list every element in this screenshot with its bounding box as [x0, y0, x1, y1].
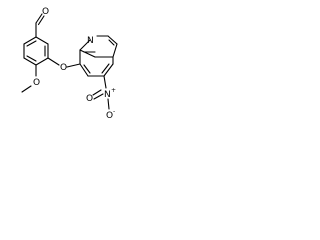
nitro-oxygen-lower-label: O [106, 111, 113, 121]
bond [79, 39, 91, 51]
bond [35, 36, 49, 45]
bond [35, 13, 43, 24]
nitro-oxygen-lower-charge: - [113, 108, 115, 115]
double-bond-inner [101, 63, 110, 74]
double-bond-inner [26, 55, 37, 62]
aldehyde-group: O [35, 7, 49, 38]
aldehyde-oxygen-label: O [42, 7, 49, 17]
bond [47, 57, 60, 66]
bond [23, 57, 37, 66]
bond [107, 98, 110, 110]
double-bond-inner [92, 89, 102, 96]
ether-linker: O [47, 57, 81, 73]
methoxy-group: O [21, 64, 40, 93]
double-bond-inner [83, 64, 91, 74]
pyridine-ring: N [79, 35, 118, 58]
benzene-ring [23, 36, 49, 66]
bond [103, 75, 107, 89]
bond [66, 63, 81, 68]
ring-nitrogen-label: N [87, 36, 94, 46]
chemical-structure-diagram: O O O N N + O [21, 7, 118, 121]
bond [79, 63, 89, 77]
bond [112, 43, 118, 58]
double-bond-inner [108, 39, 115, 46]
nitro-oxygen-upper-label: O [86, 94, 93, 104]
nitro-nitrogen-label: N [104, 90, 111, 100]
double-bond-inner [26, 40, 37, 47]
bond [93, 93, 104, 100]
benzo-ring [79, 49, 114, 77]
bond [79, 49, 96, 58]
nitro-group: N + O O - [86, 75, 116, 121]
double-bond-inner [37, 15, 45, 26]
bond [21, 85, 32, 93]
nitro-nitrogen-charge: + [111, 87, 116, 94]
bond [107, 35, 118, 45]
bond [103, 63, 114, 77]
bond [35, 57, 49, 66]
methoxy-oxygen-label: O [33, 78, 40, 88]
ether-oxygen-label: O [60, 63, 67, 73]
bond [23, 36, 37, 45]
